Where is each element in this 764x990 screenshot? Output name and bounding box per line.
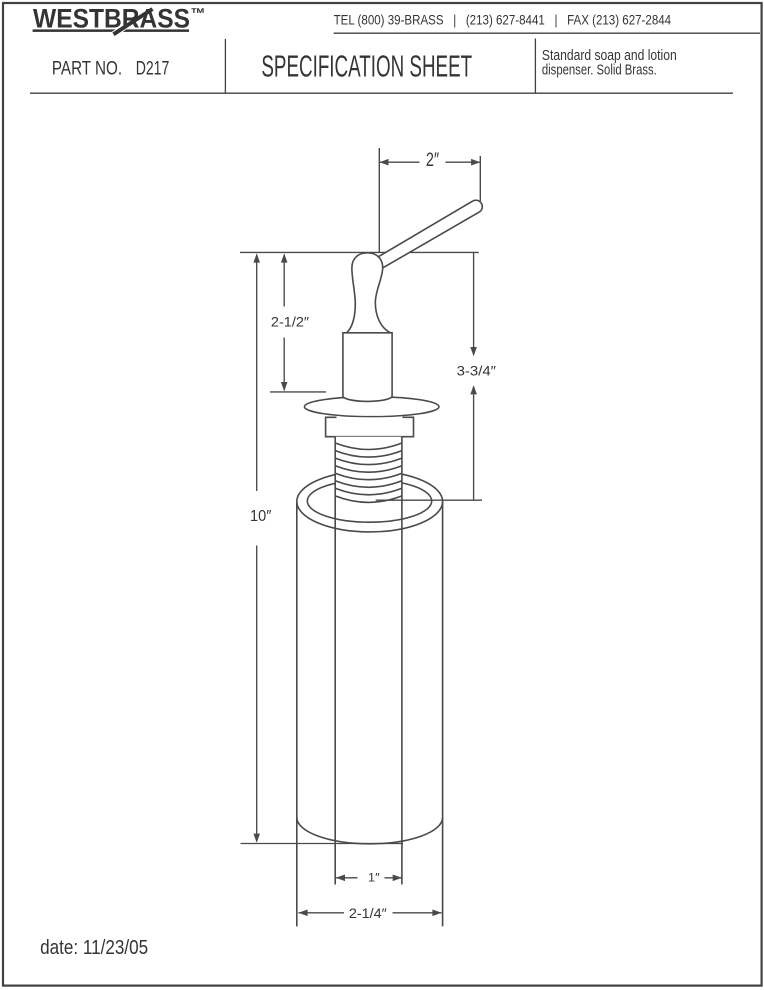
svg-text:TEL (800) 39-BRASS | (213): TEL (800) 39-BRASS | (213) 627-8441 | FA… [334, 13, 672, 28]
svg-text:dispenser. Solid Brass.: dispenser. Solid Brass. [542, 62, 657, 78]
svg-text:1″: 1″ [368, 871, 380, 885]
svg-text:10″: 10″ [250, 508, 272, 525]
svg-text:SPECIFICATION SHEET: SPECIFICATION SHEET [261, 49, 472, 84]
svg-text:date: 11/23/05: date: 11/23/05 [40, 937, 148, 959]
svg-text:WESTBRASS: WESTBRASS [33, 4, 190, 34]
svg-text:2-1/2″: 2-1/2″ [271, 315, 309, 331]
svg-text:3-3/4″: 3-3/4″ [457, 364, 496, 380]
svg-text:™: ™ [191, 6, 206, 23]
svg-text:D217: D217 [136, 59, 170, 80]
svg-text:2″: 2″ [426, 149, 439, 171]
svg-text:PART NO.: PART NO. [52, 59, 122, 80]
svg-text:2-1/4″: 2-1/4″ [349, 906, 387, 921]
svg-text:Standard soap and lotion: Standard soap and lotion [542, 48, 677, 64]
